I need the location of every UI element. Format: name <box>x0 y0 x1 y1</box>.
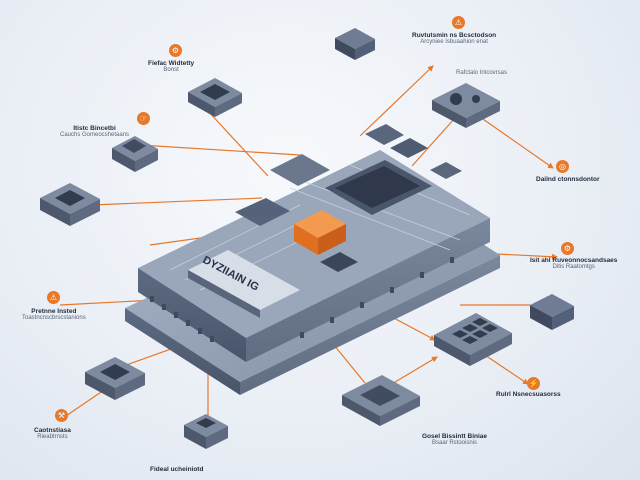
settings-icon: ⚙ <box>561 242 574 255</box>
label-top-sub: Arcyniee Isbuaahion enat <box>420 39 488 45</box>
labelled-chip-side <box>188 270 260 318</box>
label-top-right: Rafctalo Intcovrsas <box>456 70 507 77</box>
label-bottom-left-sub: Rieabtrnsts <box>37 434 68 440</box>
peripheral-modules <box>40 28 574 449</box>
module-top-right <box>432 83 500 128</box>
label-bottom-mid-title: Fideal ucheiniotd <box>150 466 204 473</box>
hand-icon: ☞ <box>137 112 150 125</box>
component-b <box>390 138 428 158</box>
label-top-left: Fiefac Widtetty Bonst <box>148 60 194 74</box>
label-top-left-title: Fiefac Widtetty <box>148 60 195 67</box>
board-right-edge <box>246 218 490 362</box>
bolt-icon: ⚡ <box>527 377 540 390</box>
label-top-right-sub: Rafctalo Intcovrsas <box>456 70 508 76</box>
label-right-3: Rulrl Nsnecsuasorss <box>496 391 561 398</box>
orange-module-right <box>318 224 346 255</box>
label-bottom-right-title: Gosel Bissintt Biniae <box>422 433 488 440</box>
label-mid-left-title: Itistc Bincetbi <box>73 125 116 132</box>
label-top: Ruvtutsmin ns Bcsctodson Arcyniee Isbuaa… <box>412 32 496 46</box>
gear-icon: ⚙ <box>169 44 182 57</box>
label-right-3-title: Rulrl Nsnecsuasorss <box>496 391 561 398</box>
label-right-2-sub: Ditis Raatomtgs <box>552 264 595 270</box>
board-base-right-side <box>240 255 500 395</box>
labelled-chip <box>188 250 300 310</box>
label-right-1-title: Dailnd ctonnsdontor <box>536 176 600 183</box>
label-left-3: Pretnne Insted Toastncnscbrscstanions <box>22 308 86 322</box>
label-right-2: Isit ahl Ruveonnocsandsaes Ditis Raatomt… <box>530 257 617 271</box>
label-mid-left: Itistc Bincetbi Cauchs Gomeocshetaans <box>60 125 129 139</box>
module-right <box>530 294 574 330</box>
component-a <box>365 124 404 145</box>
label-top-left-sub: Bonst <box>163 67 179 73</box>
main-board: DYZIIAIN IG <box>125 124 500 395</box>
target-icon: ◎ <box>556 160 569 173</box>
label-right-1: Dailnd ctonnsdontor <box>536 176 600 183</box>
processor-die <box>335 166 420 208</box>
label-bottom-left-title: Caotnstiasa <box>34 427 71 434</box>
component-f <box>320 252 358 272</box>
label-bottom-right: Gosel Bissintt Biniae Bsaar Rstooisnis <box>422 433 487 447</box>
module-bottom <box>184 414 228 449</box>
edge-pins <box>150 257 454 342</box>
module-left <box>40 183 100 226</box>
label-left-3-title: Pretnne Insted <box>31 308 77 315</box>
label-top-title: Ruvtutsmin ns Bcsctodson <box>412 32 497 39</box>
warning-icon: ⚠ <box>452 16 465 29</box>
label-bottom-mid: Fideal ucheiniotd <box>150 466 203 473</box>
module-bottom-center <box>342 375 420 426</box>
label-mid-left-sub: Cauchs Gomeocshetaans <box>60 132 130 138</box>
component-c <box>430 162 462 179</box>
label-right-2-title: Isit ahl Ruveonnocsandsaes <box>530 257 618 264</box>
component-d <box>270 154 330 186</box>
alert-icon: ⚠ <box>47 291 60 304</box>
orange-module-left <box>294 224 318 255</box>
module-top <box>335 28 375 60</box>
module-chip-array <box>434 313 512 366</box>
label-left-3-sub: Toastncnscbrscstanions <box>22 315 86 321</box>
module-top-left <box>188 78 242 117</box>
orange-module-top <box>294 210 346 238</box>
component-e <box>235 198 290 226</box>
label-bottom-left: Caotnstiasa Rieabtrnsts <box>34 427 71 441</box>
module-mid-left <box>112 136 158 172</box>
module-bottom-left <box>85 357 145 400</box>
board-left-edge <box>138 268 246 362</box>
label-bottom-right-sub: Bsaar Rstooisnis <box>432 440 478 446</box>
board-base-left-side <box>125 308 240 395</box>
shield-icon: ⚒ <box>55 409 68 422</box>
